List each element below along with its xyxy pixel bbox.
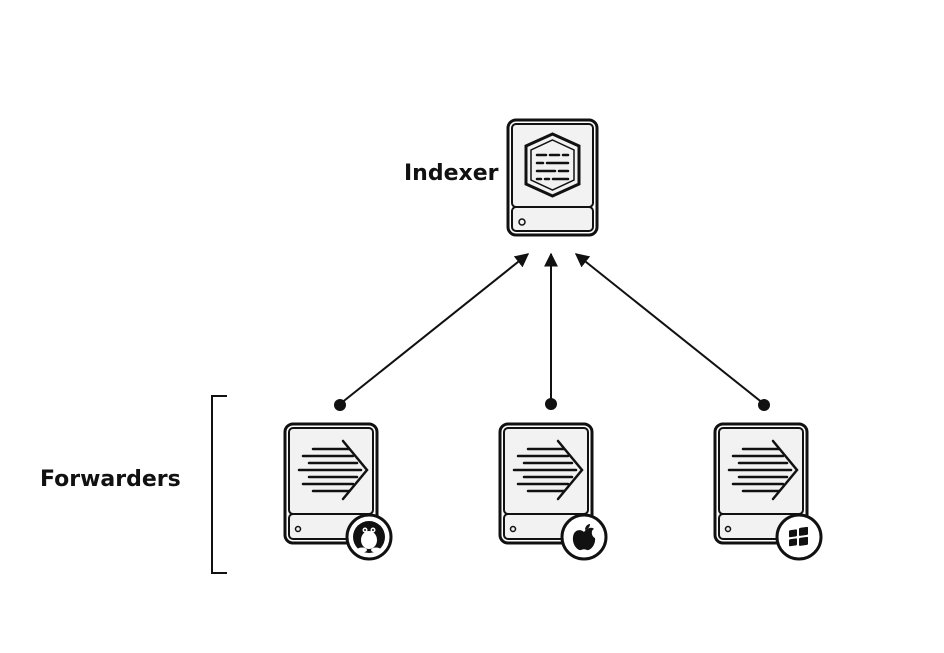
forwarders-bracket (211, 395, 227, 574)
connection-arrow-linux (334, 253, 530, 411)
forwarder-arrow-icon (727, 439, 799, 501)
connection-arrow-mac (544, 252, 558, 410)
forwarder-server-windows (713, 422, 823, 561)
connection-dot-linux (334, 399, 346, 411)
connection-dot-windows (758, 399, 770, 411)
forwarder-arrow-icon (297, 439, 369, 501)
connection-dot-mac (545, 398, 557, 410)
forwarder-arrow-icon (512, 439, 584, 501)
forwarder-server-linux (283, 422, 393, 561)
forwarder-server-mac (498, 422, 608, 561)
connection-arrow-windows (574, 253, 770, 411)
apple-icon (560, 513, 608, 561)
indexer-label: Indexer (404, 161, 499, 186)
indexer-server-icon (506, 118, 599, 237)
forwarders-label: Forwarders (40, 467, 181, 492)
windows-icon (775, 513, 823, 561)
linux-penguin-icon (345, 513, 393, 561)
